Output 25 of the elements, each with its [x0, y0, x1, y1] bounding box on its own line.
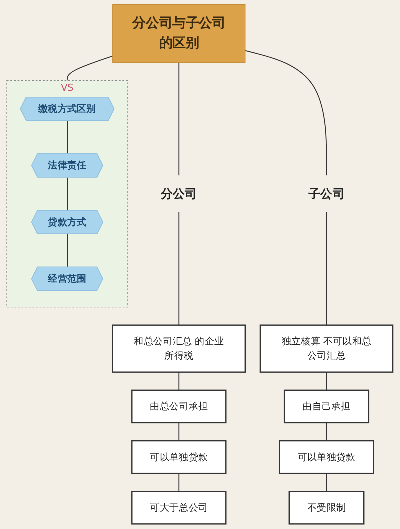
connector	[178, 473, 180, 492]
node-box: 由总公司承担	[132, 390, 227, 424]
node-box: 由自己承担	[284, 390, 370, 424]
connector	[326, 212, 328, 326]
connector	[326, 372, 328, 391]
connector	[178, 62, 180, 176]
connector	[326, 422, 328, 442]
node-text: 分公司	[161, 186, 198, 202]
connector	[67, 120, 68, 155]
connector	[67, 234, 68, 268]
node-box: 可大于总公司	[132, 491, 227, 525]
connector	[178, 212, 180, 326]
node-box: 分公司与子公司的区别	[112, 4, 246, 63]
connector	[244, 50, 328, 176]
connector	[67, 56, 114, 82]
connector	[67, 177, 68, 212]
node-text: 子公司	[308, 186, 345, 202]
node-box: 不受限制	[288, 491, 365, 525]
node-box: 可以单独贷款	[132, 440, 227, 474]
node-box: 可以单独贷款	[279, 440, 374, 474]
node-box: 独立核算 不可以和总公司汇总	[260, 324, 394, 373]
connector	[326, 473, 328, 492]
node-box: 和总公司汇总 的企业所得税	[112, 324, 246, 373]
connector	[178, 422, 180, 442]
connector	[178, 372, 180, 391]
